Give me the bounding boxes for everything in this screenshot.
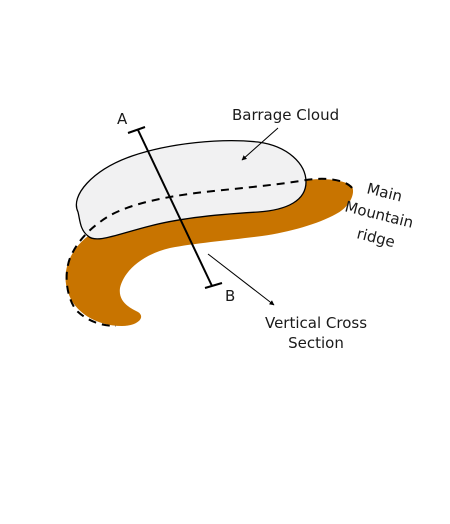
cloud-label: Barrage Cloud [232, 106, 339, 124]
cross-section-label-line2: Section [288, 334, 344, 352]
barrage-cloud-shape [75, 140, 307, 240]
endpoint-a-label: A [117, 110, 128, 128]
ridge-crest-dashed-line [65, 177, 353, 327]
cross-section-label-line1: Vertical Cross [265, 314, 367, 332]
endpoint-a-tick [127, 126, 146, 134]
endpoint-b-label: B [225, 287, 235, 305]
endpoint-b-tick [204, 282, 223, 289]
ridge-label-line2: Mountain [343, 197, 415, 231]
ridge-label-line3: ridge [355, 224, 397, 251]
ridge-label-line1: Main [365, 179, 404, 205]
cross-section-line [137, 129, 213, 287]
cloud-label-arrow [241, 127, 279, 161]
mountain-ridge-shape [65, 179, 354, 326]
cross-section-label-arrow [207, 253, 275, 306]
